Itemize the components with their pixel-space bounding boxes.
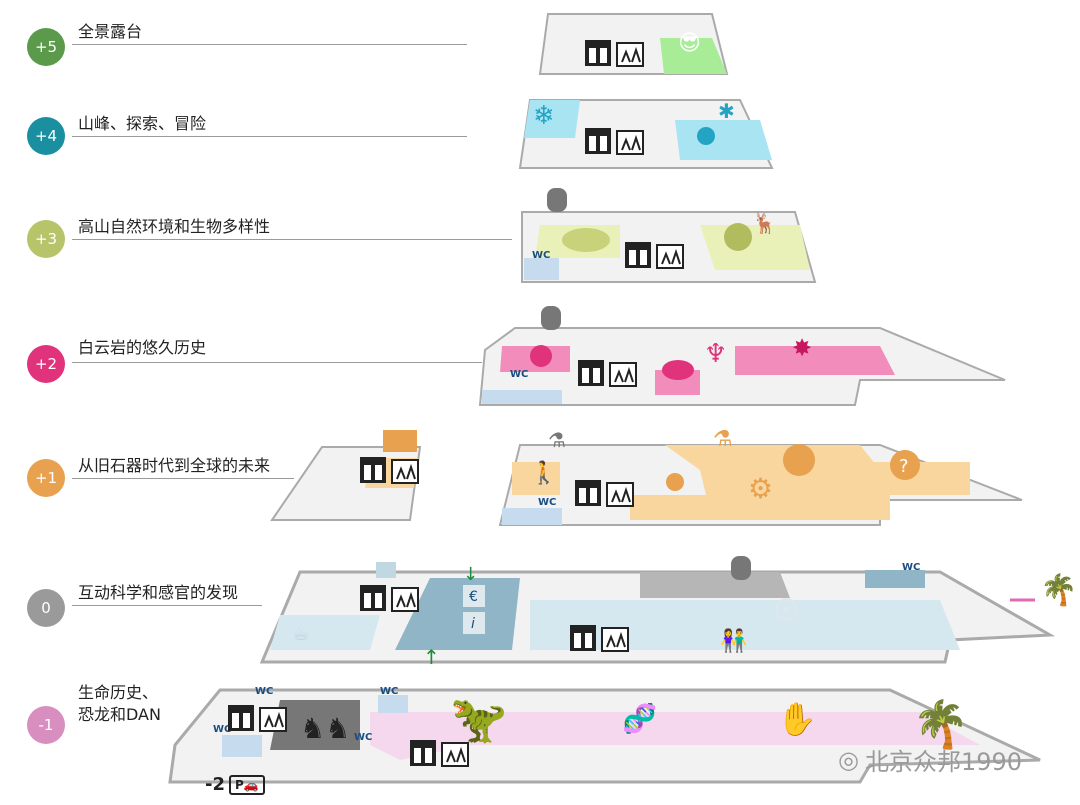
floor-rule xyxy=(72,44,467,45)
floor-rule xyxy=(72,362,482,363)
floor-badge: +3 xyxy=(27,220,65,258)
dna-icon: 🧬 xyxy=(622,701,657,735)
caveman-icon: 🚶 xyxy=(530,460,557,486)
parking-level: -2 P🚗 xyxy=(205,774,265,795)
climbing-rope-icon xyxy=(697,127,715,145)
backpack-icon xyxy=(547,188,567,212)
coral-icon: ♆ xyxy=(704,339,727,369)
floor-badge: 0 xyxy=(27,589,65,627)
wc-sign: WC xyxy=(380,686,398,697)
children-icon: 👫 xyxy=(720,628,747,654)
shopping-bag-icon xyxy=(376,562,396,578)
wc-sign: WC xyxy=(213,724,231,735)
floor-rule xyxy=(72,136,467,137)
floor-label: 生命历史、 恐龙和DAN xyxy=(78,683,161,724)
floor-badge: +1 xyxy=(27,459,65,497)
backpack-icon xyxy=(541,306,561,330)
gears-icon: ⚙ xyxy=(748,472,773,505)
ammonite-icon xyxy=(530,345,552,367)
floor-label: 互动科学和感官的发现 xyxy=(78,583,239,602)
parking-icon: P🚗 xyxy=(229,774,265,795)
floor-row-plus5: +5 全景露台 xyxy=(0,17,470,77)
floor-badge: +2 xyxy=(27,345,65,383)
microscope-icon: ⚗ xyxy=(713,427,733,452)
watermark: ◎ 北京众邦1990 xyxy=(838,742,1022,777)
arrow-up-icon: ↑ xyxy=(423,645,440,669)
rock-icon xyxy=(662,360,694,380)
star-icon: ✸ xyxy=(792,334,812,362)
tree-icon xyxy=(724,223,752,251)
wc-sign: WC xyxy=(510,369,528,380)
floor-label: 从旧石器时代到全球的未来 xyxy=(78,456,271,475)
info-sign: i xyxy=(471,616,475,632)
palm-tree-icon: 🌴 xyxy=(1040,572,1077,608)
floor-label: 高山自然环境和生物多样性 xyxy=(78,217,271,236)
bear-icon xyxy=(562,228,610,252)
wc-sign: WC xyxy=(538,497,556,508)
parking-level-label: -2 xyxy=(205,774,225,795)
floor-plus1-plan: ⚗ ⚗ ? ⚙ 🚶 WC xyxy=(270,427,1023,526)
floor-minus1-plan: ♞♞ 🦖 🧬 ✋ 🌴 WC WC WC WC xyxy=(168,686,1041,784)
wc-sign: WC xyxy=(354,732,372,743)
snowflake-icon: ❄ xyxy=(533,101,555,131)
floor-row-plus4: +4 山峰、探索、冒险 xyxy=(0,103,470,163)
arrow-down-icon: ↓ xyxy=(463,564,478,585)
hand-icon: ✋ xyxy=(777,700,817,738)
dinosaur-icon: 🦖 xyxy=(450,692,507,746)
floor-badge: -1 xyxy=(27,706,65,744)
insect-icon: ✱ xyxy=(718,99,735,123)
slinky-icon: ⊙ xyxy=(772,589,801,629)
floor-plus5-plan: 😎 xyxy=(538,13,729,75)
floor-row-plus3: +3 高山自然环境和生物多样性 xyxy=(0,205,512,265)
book-icon xyxy=(383,430,417,452)
deer-icon: 🦌 xyxy=(752,211,777,235)
wc-sign: WC xyxy=(255,686,273,697)
watermark-text: 北京众邦1990 xyxy=(864,748,1023,776)
lightbulb-icon xyxy=(666,473,684,491)
floor-badge: +4 xyxy=(27,117,65,155)
floor-row-plus1: +1 从旧石器时代到全球的未来 xyxy=(0,442,470,502)
question-mark-text: ? xyxy=(899,456,909,477)
floor-label: 全景露台 xyxy=(78,22,143,41)
wc-sign: WC xyxy=(532,250,550,261)
coffee-icon: ☕ xyxy=(292,621,310,645)
floor-rule xyxy=(72,478,294,479)
backpack-icon xyxy=(731,556,751,580)
floor-row-plus2: +2 白云岩的悠久历史 xyxy=(0,326,482,386)
microscope-gray-icon: ⚗ xyxy=(548,428,566,452)
floor-0-plan: ☕ ⊙ 👫 🌴 ↓ ↑ € i WC xyxy=(259,556,1077,669)
floor-badge: +5 xyxy=(27,28,65,66)
floor-label: 白云岩的悠久历史 xyxy=(78,338,207,357)
globe-icon xyxy=(783,444,815,476)
palm-tree-icon: 🌴 xyxy=(912,697,969,751)
floor-plus4-plan: ❄ ✱ xyxy=(518,99,774,169)
floor-row-minus1: -1 生命历史、 恐龙和DAN xyxy=(0,680,470,744)
wechat-icon: ◎ xyxy=(838,745,859,774)
floor-plus3-plan: 🦌 WC xyxy=(521,188,817,283)
chairs-icon: ♞♞ xyxy=(300,712,350,745)
floor-row-0: 0 互动科学和感官的发现 xyxy=(0,571,470,631)
question-icon xyxy=(890,450,920,480)
wc-sign: WC xyxy=(902,562,920,573)
floor-rule xyxy=(72,239,512,240)
floor-label: 山峰、探索、冒险 xyxy=(78,114,207,133)
sunglasses-icon: 😎 xyxy=(678,31,701,56)
euro-sign: € xyxy=(469,589,478,605)
floor-plus2-plan: ♆ ✸ WC xyxy=(478,306,1006,406)
floor-rule xyxy=(72,605,262,606)
